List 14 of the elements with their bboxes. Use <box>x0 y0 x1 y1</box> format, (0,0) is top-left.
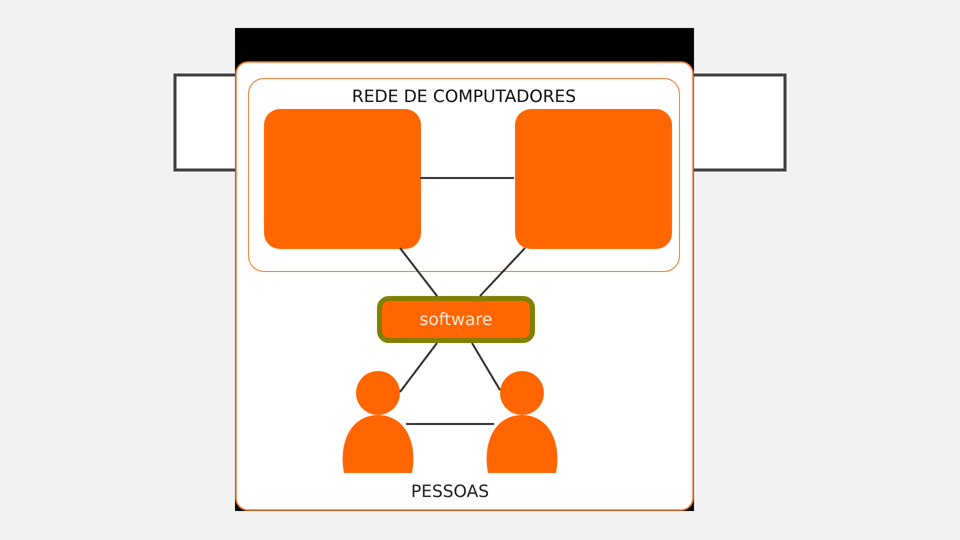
connector-line <box>479 247 526 297</box>
connector-line <box>399 247 438 297</box>
computer-box <box>515 109 672 249</box>
connector-line <box>471 342 501 391</box>
connector-line <box>420 177 514 179</box>
person-icon <box>486 371 558 473</box>
group-title: REDE DE COMPUTADORES <box>350 87 578 107</box>
computer-box <box>264 109 421 249</box>
network-group-box <box>248 78 680 272</box>
group-label: PESSOAS <box>410 482 490 502</box>
connector-line <box>406 423 494 425</box>
connector-line <box>399 342 438 393</box>
software-box: software <box>377 296 535 343</box>
person-icon <box>342 371 414 473</box>
